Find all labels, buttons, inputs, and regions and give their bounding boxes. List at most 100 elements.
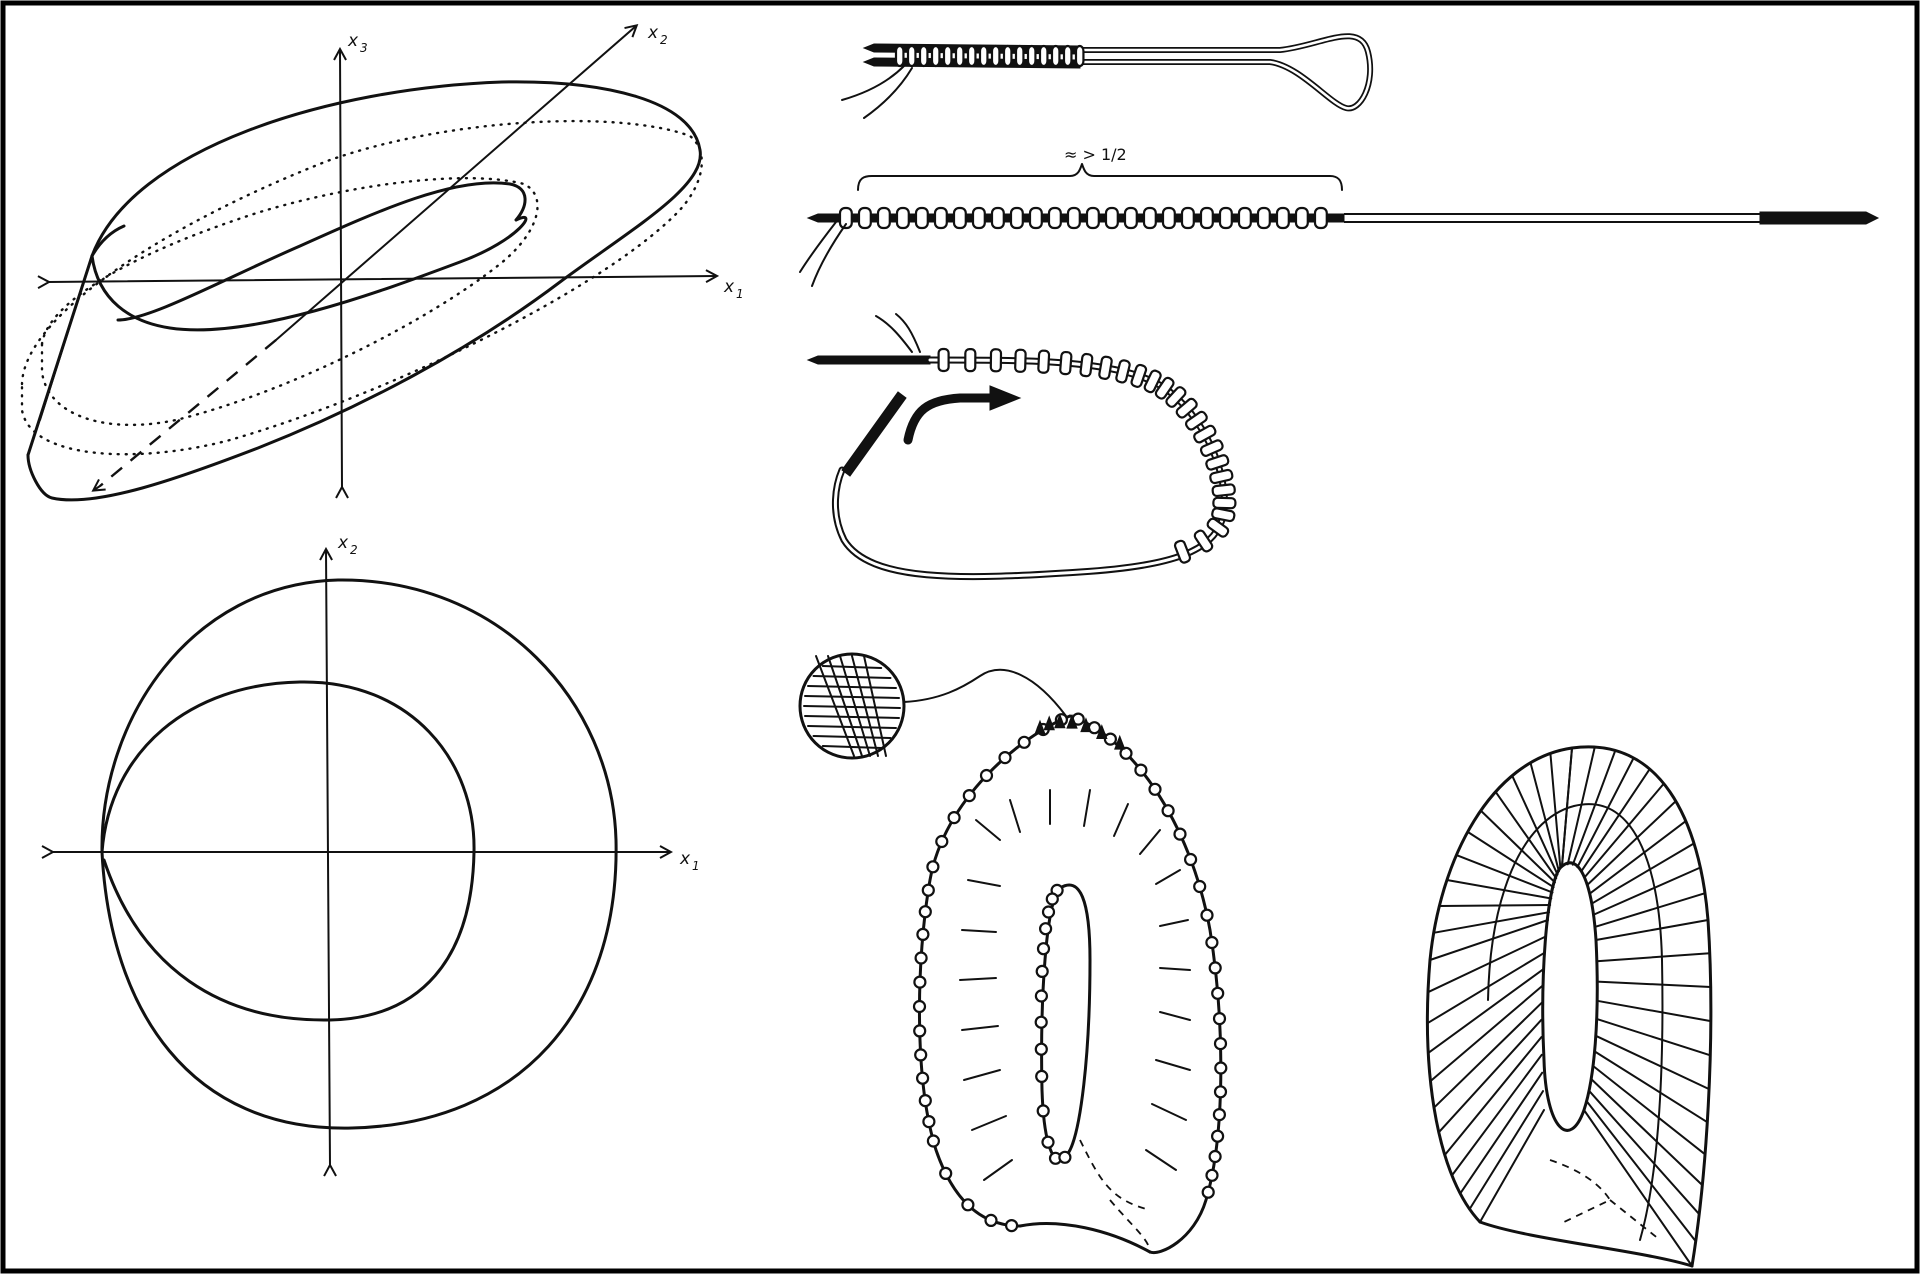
grid-line bbox=[1589, 820, 1687, 895]
stitch-bead bbox=[962, 788, 976, 803]
stitches-curved-needle bbox=[937, 347, 1237, 564]
label-x1-3d-sub: 1 bbox=[736, 287, 744, 301]
band-inner-hole bbox=[90, 181, 528, 332]
grid-line bbox=[1450, 1053, 1543, 1177]
grid-band-midline bbox=[1487, 803, 1664, 1241]
axis-x1-3d bbox=[48, 276, 716, 282]
stitch-loop bbox=[1184, 410, 1208, 431]
stitch-loop bbox=[1059, 350, 1073, 376]
grid-line bbox=[1433, 1001, 1543, 1109]
stitch-bead bbox=[1035, 964, 1049, 979]
rib-stroke bbox=[1159, 1011, 1191, 1021]
stitch-bead bbox=[913, 1024, 927, 1038]
rib-stroke bbox=[961, 929, 997, 933]
stitch-loop bbox=[1062, 44, 1073, 68]
figure-3d-band: x 3 x 2 x 1 bbox=[20, 23, 744, 502]
yarn-wrap-cross bbox=[863, 655, 887, 757]
stitch-loop bbox=[1209, 468, 1234, 485]
stitch-loop bbox=[1165, 386, 1187, 408]
rib-stroke bbox=[971, 1115, 1007, 1131]
grid-line bbox=[1426, 951, 1546, 1025]
cable-loop-outline bbox=[1077, 33, 1374, 112]
grid-line bbox=[1580, 768, 1651, 873]
stitch-loop bbox=[990, 206, 1005, 230]
grid-line bbox=[1427, 935, 1547, 994]
label-x1-3d: x bbox=[723, 277, 735, 297]
stitch-loop bbox=[1050, 44, 1061, 68]
grid-line bbox=[1588, 1089, 1701, 1216]
yarn-wrap bbox=[812, 735, 892, 739]
grid-line bbox=[1479, 1109, 1545, 1223]
stitch-bead bbox=[1201, 1185, 1215, 1199]
stitch-loop bbox=[954, 44, 965, 68]
cable-loop-core bbox=[1078, 35, 1372, 110]
stitch-bead bbox=[1004, 1218, 1019, 1233]
stitch-loop bbox=[1014, 44, 1025, 68]
rib-stroke bbox=[1113, 803, 1129, 837]
stitch-loop bbox=[876, 206, 891, 230]
grid-line bbox=[1586, 800, 1677, 886]
grid-line bbox=[1429, 919, 1549, 961]
yarn-wrap bbox=[804, 715, 900, 719]
stitch-spike bbox=[1066, 713, 1078, 729]
stitch-loop bbox=[1074, 44, 1085, 68]
stitch-bead bbox=[1041, 1135, 1055, 1149]
stitch-loop bbox=[1002, 44, 1013, 68]
stitch-loop bbox=[914, 206, 929, 230]
stitch-loop bbox=[1047, 206, 1062, 230]
label-x2-3d: x bbox=[647, 23, 659, 43]
stitch-bead bbox=[1045, 892, 1059, 906]
grid-line bbox=[1494, 790, 1558, 880]
stitch-bead bbox=[961, 1198, 975, 1212]
stitch-loop bbox=[966, 44, 977, 68]
stitch-spike bbox=[1114, 734, 1126, 750]
stitch-loop bbox=[1143, 369, 1162, 394]
band-dotted-loop-outer bbox=[20, 119, 703, 456]
needle-long-tip-right bbox=[1759, 211, 1880, 225]
stitch-bead bbox=[912, 999, 927, 1014]
stitch-loop bbox=[930, 44, 941, 68]
stitch-bead bbox=[947, 810, 961, 825]
stitch-loop bbox=[1175, 397, 1198, 419]
stitch-loop bbox=[1142, 206, 1157, 230]
grid-line bbox=[1594, 1034, 1711, 1091]
grid-line bbox=[1592, 1064, 1706, 1156]
stitch-loop bbox=[1028, 206, 1043, 230]
stitch-loop bbox=[1206, 517, 1230, 538]
grid-line bbox=[1468, 1090, 1544, 1211]
stitch-loop bbox=[933, 206, 948, 230]
stitch-loop bbox=[1038, 44, 1049, 68]
rib-stroke bbox=[1151, 1103, 1187, 1121]
stitch-bead bbox=[1119, 746, 1133, 760]
figure-needle-loop bbox=[841, 33, 1374, 119]
stitch-loop bbox=[1123, 206, 1138, 230]
stitch-bead bbox=[1193, 879, 1207, 894]
stitch-loop bbox=[1173, 539, 1192, 564]
stitch-bead bbox=[915, 1071, 930, 1085]
yarn-strand bbox=[903, 668, 1067, 717]
grid-line bbox=[1459, 1071, 1544, 1195]
axis-x2-2d bbox=[326, 550, 330, 1166]
needle-length-note: ≈ > 1/2 bbox=[1064, 145, 1127, 164]
stitch-loop bbox=[989, 348, 1003, 373]
grid-band-hidden-lines bbox=[1549, 1159, 1661, 1241]
stitch-loop bbox=[894, 44, 905, 68]
figure-knitted-band bbox=[798, 652, 1228, 1255]
stitch-bead bbox=[1205, 1168, 1219, 1182]
stitch-loop bbox=[1199, 439, 1224, 457]
rib-stroke bbox=[1155, 869, 1181, 885]
grid-line bbox=[1549, 752, 1562, 870]
needle-curved-tip-bottom bbox=[841, 391, 907, 477]
stitch-bead bbox=[1205, 935, 1219, 950]
stitch-bead bbox=[1036, 1104, 1050, 1118]
band-twist-edge bbox=[90, 224, 126, 258]
stitch-loop bbox=[1115, 359, 1131, 384]
stitch-loop bbox=[1237, 206, 1252, 230]
stitch-bead bbox=[1200, 908, 1214, 922]
stitch-bead bbox=[914, 951, 928, 965]
stitch-bead bbox=[1208, 1149, 1222, 1164]
stitch-loop bbox=[1026, 44, 1037, 68]
stitch-loop bbox=[1104, 206, 1119, 230]
rib-stroke bbox=[1159, 919, 1189, 927]
grid-line bbox=[1571, 749, 1617, 866]
